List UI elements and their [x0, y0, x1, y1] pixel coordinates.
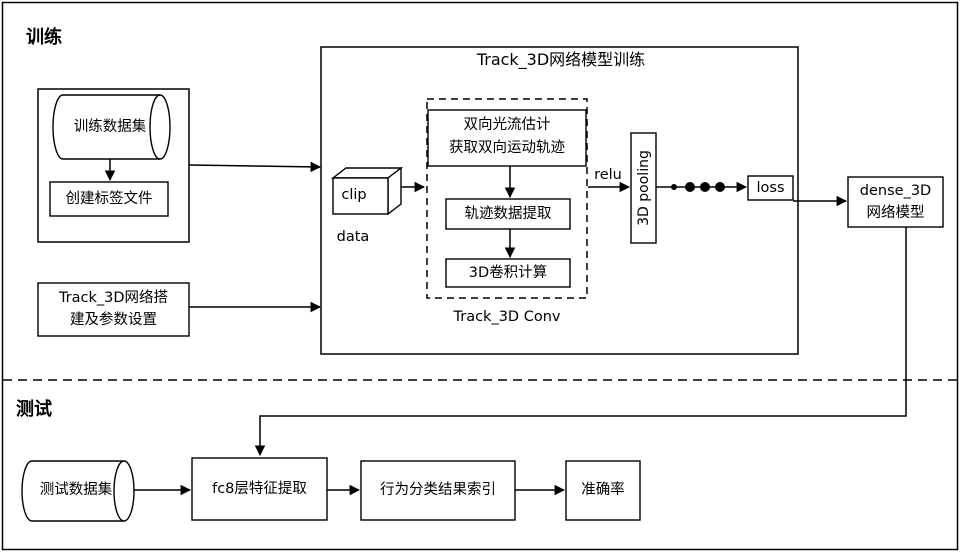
trajectory-label: 轨迹数据提取 — [446, 203, 570, 225]
optical-flow-label: 双向光流估计 获取双向运动轨迹 — [428, 113, 586, 161]
train-dataset-label: 训练数据集 — [58, 116, 162, 138]
train-panel-title: Track_3D网络模型训练 — [421, 49, 701, 71]
arrow-dataset-to-panel — [189, 165, 320, 167]
pooling-label: 3D pooling — [631, 133, 656, 243]
chain-dot — [671, 184, 677, 190]
data-caption: data — [330, 226, 376, 248]
label-file-label: 创建标签文件 — [50, 188, 168, 210]
loss-label: loss — [748, 177, 793, 199]
chain-dot — [685, 182, 695, 192]
section-title-test: 测试 — [16, 398, 76, 422]
accuracy-label: 准确率 — [566, 479, 640, 501]
chain-dot — [715, 182, 725, 192]
network-setup-label: Track_3D网络搭 建及参数设置 — [38, 285, 189, 333]
arrow-model-to-feature — [260, 227, 906, 455]
test-dataset-label: 测试数据集 — [26, 479, 126, 501]
clip-label: clip — [333, 184, 375, 206]
chain-dot — [700, 182, 710, 192]
section-title-train: 训练 — [26, 26, 86, 50]
relu-label: relu — [590, 165, 626, 185]
conv-block-caption: Track_3D Conv — [437, 306, 577, 328]
classify-label: 行为分类结果索引 — [361, 479, 515, 501]
dense-model-label: dense_3D 网络模型 — [848, 179, 943, 225]
feature-label: fc8层特征提取 — [192, 478, 327, 500]
conv3d-label: 3D卷积计算 — [446, 262, 570, 284]
